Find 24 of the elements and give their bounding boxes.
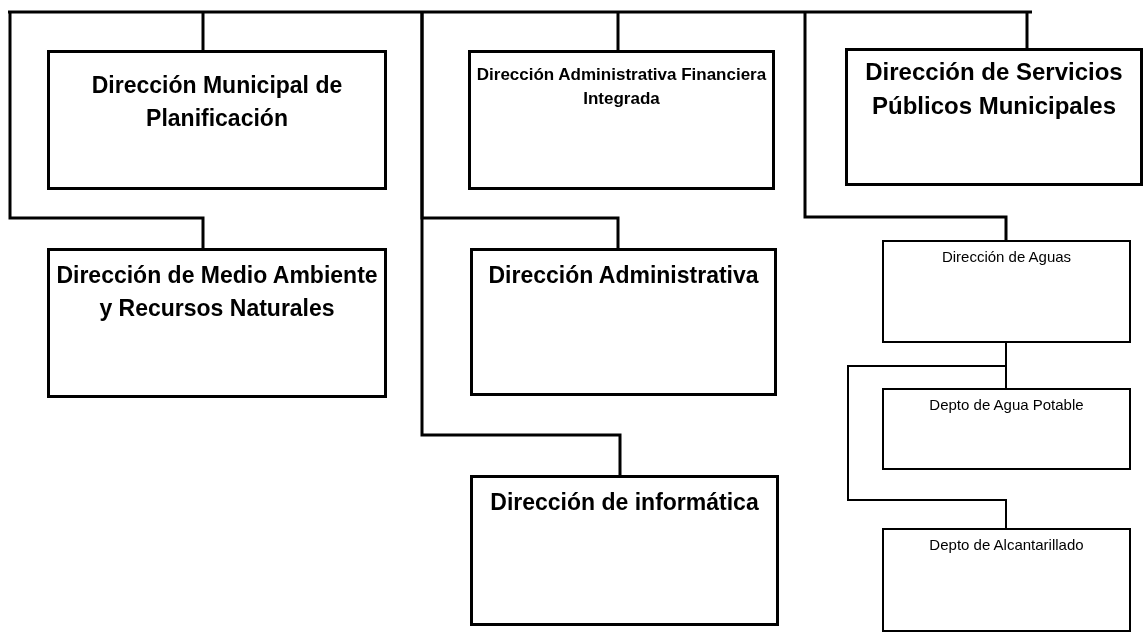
- org-box: [470, 475, 779, 626]
- connector-line: [420, 12, 622, 475]
- unit-name: Dirección Administrativa Financiera Integrada: [475, 64, 768, 111]
- unit-name: Depto de Alcantarillado: [928, 535, 1085, 555]
- org-box: [882, 240, 1131, 343]
- unit-name: Dirección Municipal de Planificación: [90, 71, 344, 133]
- org-box: [47, 50, 387, 190]
- connector-line: [803, 12, 1008, 240]
- connector-line: [8, 12, 205, 248]
- org-box: [882, 388, 1131, 470]
- unit-name: Dirección de Servicios Públicos Municipales: [864, 57, 1124, 122]
- org-box: [470, 248, 777, 396]
- unit-name: Dirección de Medio Ambiente y Recursos Naturales: [55, 261, 379, 323]
- connector-line: [616, 12, 620, 50]
- org-box: [47, 248, 387, 398]
- unit-name: Dirección Administrativa: [487, 261, 760, 290]
- unit-name: Depto de Agua Potable: [928, 395, 1085, 415]
- unit-name: Dirección de Aguas: [940, 247, 1073, 267]
- unit-name: Dirección de informática: [489, 488, 760, 517]
- connector-line: [201, 12, 205, 50]
- org-box: [468, 50, 775, 190]
- org-box: [882, 528, 1131, 632]
- org-box: [845, 48, 1143, 186]
- connector-line: [1025, 12, 1029, 48]
